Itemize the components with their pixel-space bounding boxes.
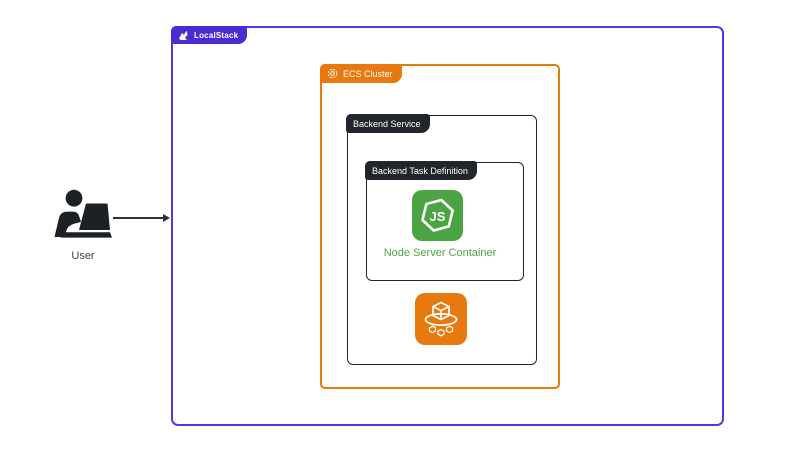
ecs-cubes-icon (415, 293, 467, 345)
arrow-user-to-localstack (113, 214, 170, 222)
ecs-cluster-icon (327, 68, 338, 79)
nodejs-icon: JS (412, 190, 463, 241)
arrow-head-icon (163, 214, 170, 222)
backend-task-definition-badge: Backend Task Definition (365, 161, 477, 180)
user-label: User (71, 250, 95, 262)
backend-service-badge: Backend Service (346, 114, 430, 133)
node-server-container-label: Node Server Container (383, 247, 497, 259)
svg-text:JS: JS (430, 209, 446, 224)
ecs-cluster-badge: ECS Cluster (320, 64, 402, 83)
arrow-shaft (113, 217, 164, 219)
localstack-logo-icon (178, 30, 188, 40)
localstack-label: LocalStack (194, 30, 239, 40)
backend-task-definition-container: Backend Task Definition (365, 161, 524, 281)
ecs-cluster-label: ECS Cluster (343, 68, 393, 79)
user-at-laptop-icon (50, 189, 116, 242)
backend-task-definition-label: Backend Task Definition (372, 165, 468, 176)
backend-service-label: Backend Service (353, 118, 421, 129)
localstack-badge: LocalStack (171, 26, 248, 44)
